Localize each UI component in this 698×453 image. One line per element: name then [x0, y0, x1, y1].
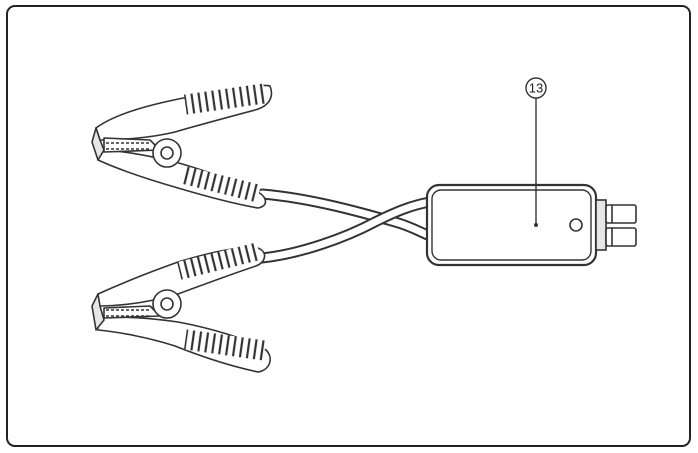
control-box	[425, 183, 598, 267]
callout-13: 13	[525, 77, 547, 223]
indicator-light	[569, 218, 583, 232]
clamp-lower	[91, 242, 271, 373]
clamp-lower-bottom-jaw	[95, 316, 271, 373]
callout-label: 13	[529, 81, 543, 96]
clamp-upper	[91, 83, 273, 209]
connector-plug	[595, 199, 637, 251]
callout-circle	[525, 77, 547, 99]
status-dot	[534, 223, 538, 227]
cables	[256, 188, 436, 264]
